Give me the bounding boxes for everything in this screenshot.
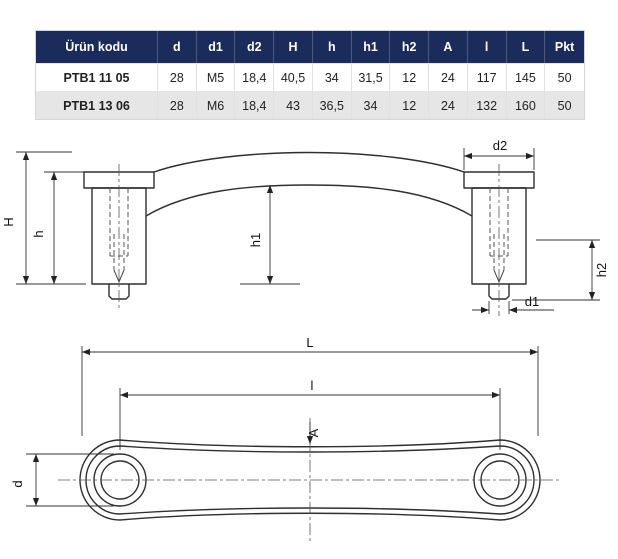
- column-header-d1: d1: [197, 31, 236, 63]
- table-cell: 160: [506, 91, 546, 119]
- product-code: PTB1 13 06: [36, 91, 158, 119]
- dim-label-d2: d2: [493, 138, 507, 153]
- table-cell: 132: [467, 91, 507, 119]
- table-cell: 145: [506, 63, 546, 91]
- dim-label-h1: h1: [248, 233, 263, 247]
- table-cell: 50: [545, 63, 584, 91]
- column-header-pkt: Pkt: [554, 40, 575, 54]
- hidden-thread-lines: [109, 188, 509, 270]
- table-cell: 34: [351, 91, 391, 119]
- table-cell: 31,5: [351, 63, 391, 91]
- table-cell: 28: [158, 91, 197, 119]
- column-header-urun-kodu: Ürün kodu: [36, 31, 158, 63]
- column-header-A: A: [429, 31, 468, 63]
- handle-plan-outline: [79, 439, 541, 521]
- table-cell: 34: [312, 63, 352, 91]
- dim-label-h2: h2: [594, 263, 609, 277]
- table-cell: M6: [196, 91, 236, 119]
- table-cell: 50: [545, 91, 584, 119]
- table-row: PTB1 11 05 28 M5 18,4 40,5 34 31,5 12 24…: [36, 63, 584, 91]
- product-table: Ürün kodu d d1 d2 H h h1 h2 A l L Pkt PT…: [35, 30, 585, 120]
- column-header-d2: d2: [235, 31, 275, 63]
- table-cell: 24: [429, 63, 468, 91]
- table-header-row: Ürün kodu d d1 d2 H h h1 h2 A l L Pkt: [36, 31, 584, 63]
- column-header-h1: h1: [352, 31, 391, 63]
- dim-label-l: l: [311, 378, 314, 393]
- centerlines: [58, 418, 562, 542]
- table-cell: 12: [390, 91, 430, 119]
- column-header-h2: h2: [390, 31, 430, 63]
- dim-label-d: d: [10, 480, 25, 487]
- table-cell: 12: [390, 63, 430, 91]
- front-view-drawing: H h h1 d2 h2 d1: [1, 138, 609, 316]
- dimensions: H h h1 d2 h2 d1: [1, 138, 609, 314]
- dim-label-A: A: [306, 428, 321, 437]
- dim-label-H: H: [1, 217, 16, 226]
- handle-outline: [83, 151, 535, 300]
- table-row: PTB1 13 06 28 M6 18,4 43 36,5 34 12 24 1…: [36, 91, 584, 119]
- table-cell: 18,4: [235, 63, 275, 91]
- dimensions: L l A d: [10, 338, 539, 507]
- column-header-h: h: [313, 31, 352, 63]
- column-header-H: H: [274, 31, 313, 63]
- centerlines: [118, 164, 500, 316]
- column-header-L: L: [507, 31, 546, 63]
- dim-label-d1: d1: [525, 294, 539, 309]
- screw-tips: [113, 269, 505, 284]
- column-header-l: l: [468, 31, 507, 63]
- product-code: PTB1 11 05: [36, 63, 158, 91]
- table-cell: 43: [274, 91, 313, 119]
- column-header-d: d: [158, 31, 197, 63]
- table-cell: M5: [196, 63, 236, 91]
- table-cell: 18,4: [235, 91, 275, 119]
- table-cell: 117: [467, 63, 507, 91]
- table-cell: 24: [429, 91, 468, 119]
- table-cell: 40,5: [274, 63, 313, 91]
- table-cell: 36,5: [312, 91, 352, 119]
- table-cell: 28: [158, 63, 197, 91]
- dim-label-L: L: [306, 338, 313, 350]
- top-view-drawing: L l A d: [10, 338, 562, 542]
- dim-label-h: h: [31, 230, 46, 237]
